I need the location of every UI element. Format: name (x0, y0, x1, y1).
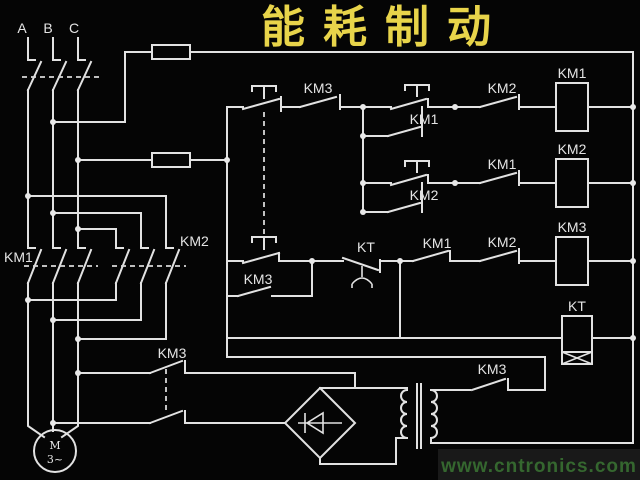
fuse-2 (151, 152, 191, 168)
phase-b-label: B (43, 20, 52, 36)
r3-km2-label: KM2 (488, 234, 517, 250)
watermark-area: www.cntronics.com (438, 449, 640, 480)
km1-coil (555, 82, 589, 132)
km2-main-contacts: KM2 (27, 233, 209, 340)
rectifier-bridge (283, 386, 408, 465)
r1-km3-label: KM3 (304, 80, 333, 96)
kt-relay: KT (561, 298, 593, 365)
watermark-panel (438, 449, 640, 480)
km2-main-label: KM2 (180, 233, 209, 249)
motor: M 3~ (33, 429, 77, 473)
start1-button-no (362, 84, 481, 111)
km3-brake-label: KM3 (158, 345, 187, 361)
three-phase-input: A B C (17, 20, 79, 36)
km2-feed-wires (27, 195, 167, 247)
diode-icon (298, 411, 342, 435)
transformer-core (416, 383, 422, 449)
km1-no-contact (411, 249, 481, 263)
control-fuses (52, 44, 634, 168)
km2-coil-label: KM2 (558, 141, 587, 157)
brake-button-no (241, 236, 313, 265)
phase-a-label: A (17, 20, 27, 36)
time-delay-icon (351, 266, 373, 288)
kt-delay-contact (311, 256, 414, 273)
phase-c-label: C (69, 20, 79, 36)
r2-km2-hold-label: KM2 (410, 187, 439, 203)
watermark: www.cntronics.com (440, 456, 637, 477)
km1-coil-label: KM1 (558, 65, 587, 81)
r2-km1-label: KM1 (488, 156, 517, 172)
kt-coil (561, 315, 593, 353)
r1-km2-label: KM2 (488, 80, 517, 96)
primary-winding (400, 388, 409, 440)
motor-symbol: M (49, 439, 60, 452)
secondary-winding (429, 388, 438, 440)
km3-nc-contact (298, 94, 364, 110)
km2-nc-contact (478, 248, 557, 264)
kt-delay-x-icon (561, 351, 593, 365)
junction-dots (25, 104, 636, 426)
motor-circle (33, 429, 77, 473)
km3-coil (555, 236, 589, 286)
km1-main-label: KM1 (4, 249, 33, 265)
km3-coil-label: KM3 (558, 219, 587, 235)
rung1: KM3 KM1 KM2 KM1 (226, 65, 634, 235)
start2-button-no (362, 160, 481, 187)
motor-phase-label: 3~ (47, 453, 63, 466)
kt-coil-label: KT (568, 298, 586, 314)
r3-km1-label: KM1 (423, 235, 452, 251)
fuse-1 (151, 44, 191, 60)
r3-km3-hold-label: KM3 (244, 271, 273, 287)
km1-selfhold-contact (362, 106, 423, 138)
km3-braking-contacts: KM3 (52, 345, 356, 425)
r3-kt-label: KT (357, 239, 375, 255)
transformer (400, 383, 634, 449)
km1-nc-interlock (478, 170, 557, 186)
disconnect-switch (22, 37, 100, 249)
r1-km1-hold-label: KM1 (410, 111, 439, 127)
page-title: 能耗制动 (261, 2, 509, 53)
rung3: KM3 KT KM1 KM2 KM3 (226, 219, 634, 298)
rung2: KM2 KM1 KM2 (362, 141, 634, 214)
km2-coil (555, 158, 589, 208)
km2-nc-interlock (478, 94, 557, 110)
km1-main-contacts: KM1 (4, 247, 98, 340)
km2-selfhold-contact (362, 182, 423, 214)
km3-selfhold-contact (226, 260, 313, 298)
km3-transformer-contact: KM3 (226, 356, 546, 392)
stop-button-nc (241, 85, 301, 112)
km3-transformer-label: KM3 (478, 361, 507, 377)
